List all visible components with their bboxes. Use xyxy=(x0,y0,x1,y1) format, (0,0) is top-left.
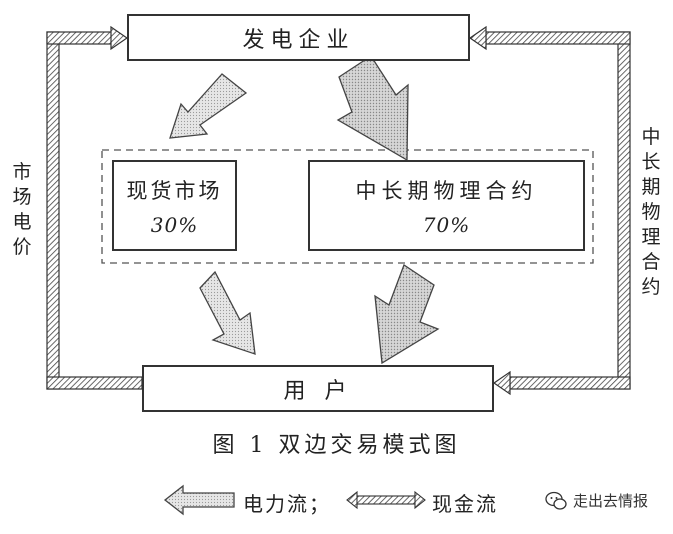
market-container xyxy=(101,149,594,264)
cash-flow-right-band xyxy=(468,25,631,396)
user-label: 用 户 xyxy=(283,378,353,404)
brand-label: 走出去情报 xyxy=(573,492,649,510)
power-arrow-generator-to-contract xyxy=(336,55,409,162)
legend-power-flow-label: 电力流； xyxy=(243,492,331,516)
cash-flow-left-band xyxy=(46,25,143,390)
generator-box: 发电企业 xyxy=(127,14,470,61)
long-term-contract-share: 70% xyxy=(422,212,471,237)
generator-label: 发电企业 xyxy=(242,27,355,53)
figure-caption: 图 1 双边交易模式图 xyxy=(212,433,461,458)
power-arrow-contract-to-user xyxy=(374,264,440,365)
wechat-icon xyxy=(545,491,567,510)
long-term-contract-label: 中长期物理合约 xyxy=(355,178,538,203)
legend-power-flow-arrow-icon xyxy=(163,484,235,516)
long-term-contract-box: 中长期物理合约 70% xyxy=(308,160,585,251)
power-arrow-spot-to-user xyxy=(199,270,256,355)
user-box: 用 户 xyxy=(142,365,494,412)
legend-cash-flow-arrow-icon xyxy=(346,490,426,510)
power-arrow-generator-to-spot xyxy=(169,73,248,139)
spot-market-label: 现货市场 xyxy=(126,178,223,203)
spot-market-share: 30% xyxy=(150,212,199,237)
brand-tag: 走出去情报 xyxy=(545,490,648,511)
legend-cash-flow-label: 现金流 xyxy=(432,492,498,516)
right-side-label: 中长期物理合约 xyxy=(641,126,661,298)
spot-market-box: 现货市场 30% xyxy=(112,160,237,251)
left-side-label: 市场电价 xyxy=(12,161,32,258)
